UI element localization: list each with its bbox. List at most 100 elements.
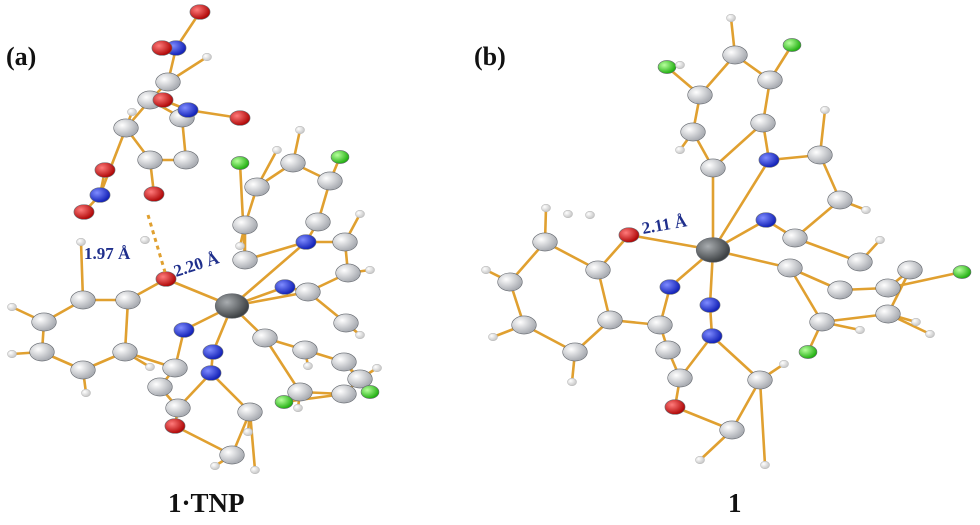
- carbon-atom: [655, 340, 681, 360]
- oxygen-atom: [155, 271, 177, 287]
- nitrogen-atom: [755, 212, 777, 228]
- hydrogen-atom: [355, 331, 365, 339]
- chlorine-atom: [657, 60, 677, 74]
- hydrogen-atom: [7, 303, 17, 311]
- carbon-atom: [295, 282, 321, 302]
- nitrogen-atom: [89, 187, 111, 203]
- hydrogen-atom: [127, 108, 137, 116]
- hydrogen-atom: [726, 14, 736, 22]
- carbon-atom: [147, 377, 173, 397]
- carbon-atom: [680, 122, 706, 142]
- hydrogen-atom: [243, 428, 253, 436]
- panel-b-caption: 1: [728, 488, 742, 518]
- carbon-atom: [232, 250, 258, 270]
- carbon-atom: [757, 70, 783, 90]
- hydrogen-atom: [365, 266, 375, 274]
- chlorine-atom: [330, 150, 350, 164]
- carbon-atom: [137, 150, 163, 170]
- oxygen-atom: [151, 40, 173, 56]
- bond-line: [79, 240, 85, 302]
- carbon-atom: [162, 358, 188, 378]
- carbon-atom: [331, 384, 357, 404]
- nitrogen-atom: [274, 279, 296, 295]
- hydrogen-atom: [481, 266, 491, 274]
- carbon-atom: [244, 177, 270, 197]
- bond-line: [263, 336, 302, 394]
- carbon-atom: [287, 382, 313, 402]
- carbon-atom: [317, 171, 343, 191]
- hydrogen-atom: [563, 210, 573, 218]
- carbon-atom: [332, 232, 358, 252]
- chlorine-atom: [782, 38, 802, 52]
- chlorine-atom: [230, 156, 250, 170]
- carbon-atom: [875, 278, 901, 298]
- hydrogen-atom: [235, 242, 245, 250]
- nitrogen-atom: [200, 365, 222, 381]
- nitrogen-atom: [701, 328, 723, 344]
- hydrogen-atom: [7, 350, 17, 358]
- hbond-distance-label: 1.97 Å: [84, 244, 131, 263]
- carbon-atom: [585, 260, 611, 280]
- hydrogen-atom: [303, 362, 313, 370]
- bonds-panel-a: [10, 10, 379, 472]
- oxygen-atom: [94, 162, 116, 178]
- hydrogen-atom: [779, 360, 789, 368]
- carbon-atom: [31, 312, 57, 332]
- panel-a-label: (a): [6, 42, 37, 71]
- hydrogen-atom: [585, 211, 595, 219]
- hydrogen-atom: [911, 318, 921, 326]
- hydrogen-atom: [541, 204, 551, 212]
- panel-a-caption: 1·TNP: [168, 488, 245, 518]
- nitrogen-atom: [173, 322, 195, 338]
- carbon-atom: [722, 45, 748, 65]
- carbon-atom: [305, 212, 331, 232]
- carbon-atom: [113, 118, 139, 138]
- hydrogen-atom: [875, 236, 885, 244]
- carbon-atom: [237, 402, 263, 422]
- carbon-atom: [252, 328, 278, 348]
- oxygen-atom: [229, 110, 251, 126]
- hydrogen-atom: [675, 146, 685, 154]
- carbon-atom: [173, 150, 199, 170]
- nitrogen-atom: [758, 152, 780, 168]
- bond-line: [788, 266, 824, 324]
- carbon-atom: [777, 258, 803, 278]
- hydrogen-atom: [355, 210, 365, 218]
- nitrogen-atom: [295, 234, 317, 250]
- carbon-atom: [667, 368, 693, 388]
- hydrogen-atom: [760, 461, 770, 469]
- bond-line: [248, 410, 257, 472]
- oxygen-atom: [152, 92, 174, 108]
- oxygen-atom: [664, 399, 686, 415]
- hydrogen-bond-dashed-line: [146, 214, 167, 273]
- metal-atom: [214, 293, 250, 319]
- oxygen-atom: [73, 204, 95, 220]
- carbon-atom: [112, 342, 138, 362]
- carbon-atom: [897, 260, 923, 280]
- nitrogen-atom: [699, 297, 721, 313]
- hydrogen-atom: [145, 363, 155, 371]
- carbon-atom: [292, 340, 318, 360]
- hydrogen-atom: [250, 466, 260, 474]
- hydrogen-atom: [372, 364, 382, 372]
- nitrogen-atom: [202, 344, 224, 360]
- metal-oxygen-distance-label-b: 2.11 Å: [640, 211, 689, 238]
- carbon-atom: [232, 215, 258, 235]
- chlorine-atom: [952, 265, 972, 279]
- hydrogen-atom: [925, 330, 935, 338]
- oxygen-atom: [189, 4, 211, 20]
- hydrogen-atom: [210, 462, 220, 470]
- carbon-atom: [597, 310, 623, 330]
- chlorine-atom: [360, 385, 380, 399]
- carbon-atom: [335, 263, 361, 283]
- bond-line: [758, 378, 767, 467]
- hydrogen-atom: [293, 404, 303, 412]
- carbon-atom: [165, 398, 191, 418]
- bond-line: [230, 240, 308, 308]
- carbon-atom: [562, 342, 588, 362]
- carbon-atom: [115, 290, 141, 310]
- carbon-atom: [532, 232, 558, 252]
- carbon-atom: [700, 158, 726, 178]
- hydrogen-atom: [567, 378, 577, 386]
